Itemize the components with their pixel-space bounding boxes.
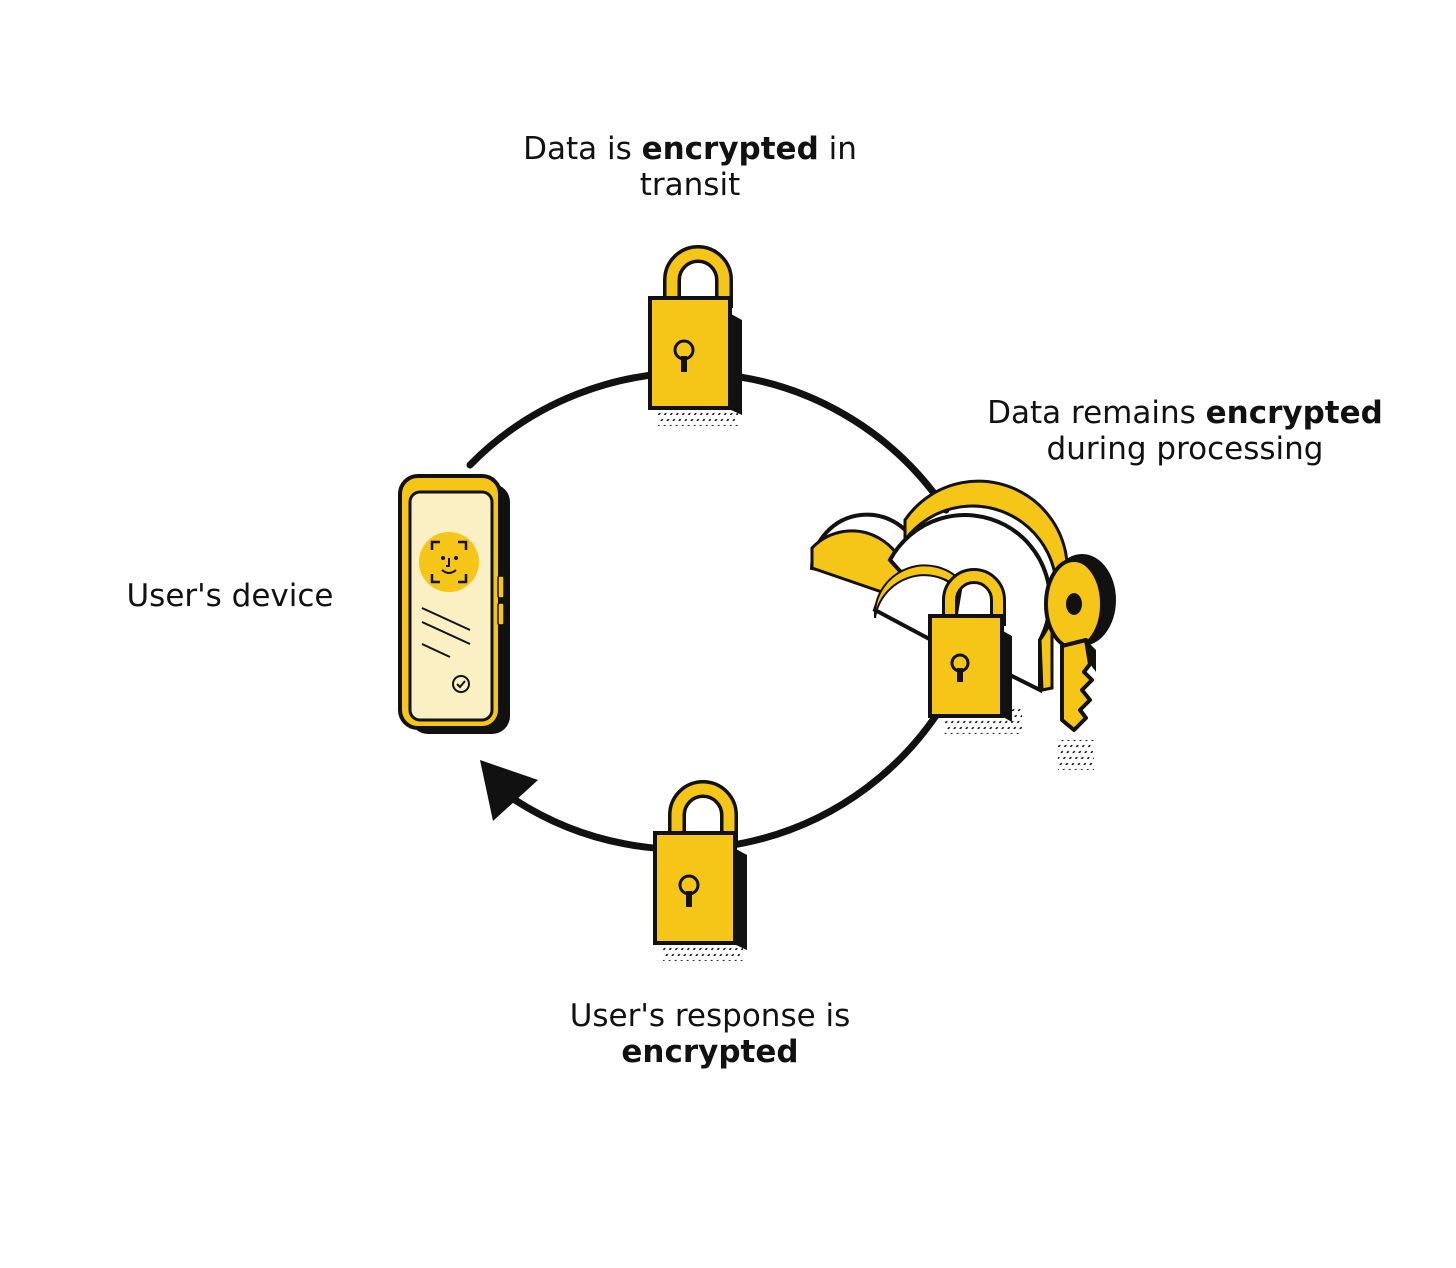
label-bold-text: encrypted: [621, 1034, 799, 1070]
label-text: during processing: [1046, 431, 1324, 467]
label-response-encrypted: User's response is encrypted: [500, 998, 920, 1070]
label-text: User's device: [126, 578, 334, 614]
label-text: in: [818, 131, 857, 167]
label-encrypted-in-transit: Data is encrypted in transit: [450, 131, 930, 203]
label-users-device: User's device: [80, 578, 380, 614]
label-text: transit: [639, 167, 741, 203]
smartphone-face-id-icon: [398, 474, 510, 734]
padlock-icon-processing: [928, 568, 1022, 734]
arrowhead-icon: [480, 760, 538, 821]
label-text: Data is: [523, 131, 642, 167]
label-bold-text: encrypted: [1205, 395, 1383, 431]
label-bold-text: encrypted: [641, 131, 819, 167]
padlock-icon-response: [653, 780, 747, 961]
label-text: Data remains: [987, 395, 1206, 431]
key-icon: [1044, 554, 1116, 770]
padlock-icon-transit: [648, 245, 742, 426]
label-encrypted-during-processing: Data remains encrypted during processing: [950, 395, 1420, 467]
label-text: User's response is: [569, 998, 851, 1034]
